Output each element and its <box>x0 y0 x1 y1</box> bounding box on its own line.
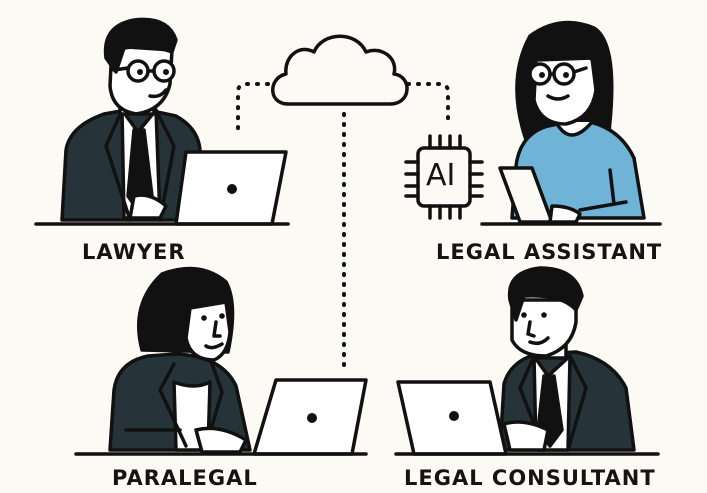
role-label-lawyer: LAWYER <box>82 240 186 264</box>
ai-chip-icon <box>404 134 484 220</box>
connector-lines <box>236 82 450 372</box>
role-label-paralegal: PARALEGAL <box>112 466 258 490</box>
role-label-legal-assistant: LEGAL ASSISTANT <box>436 240 663 264</box>
legal-assistant-figure <box>480 20 662 226</box>
ai-chip-label: AI <box>426 158 456 193</box>
role-label-legal-consultant: LEGAL CONSULTANT <box>404 466 656 490</box>
paralegal-figure <box>74 266 368 456</box>
lawyer-figure <box>34 17 290 226</box>
cloud-icon <box>271 34 409 106</box>
legal-consultant-figure <box>394 266 660 456</box>
